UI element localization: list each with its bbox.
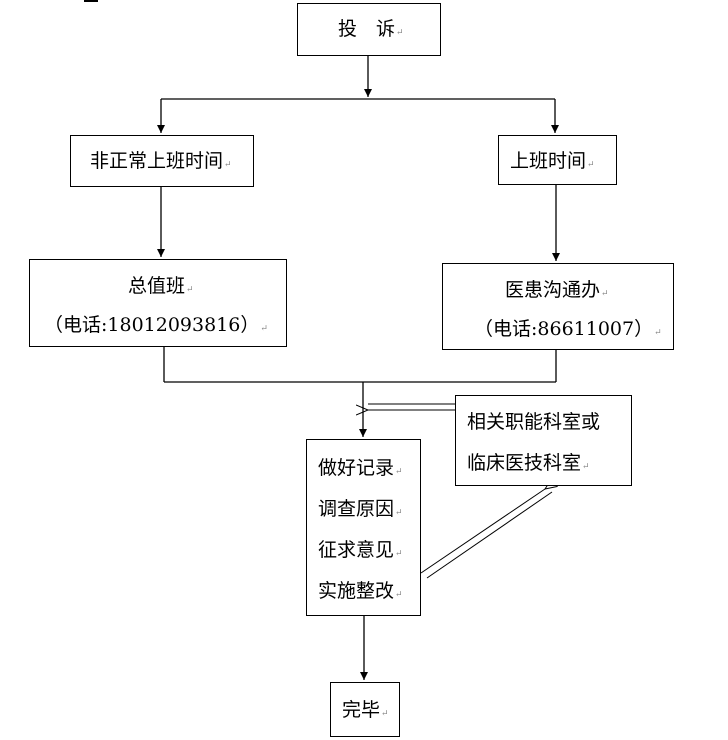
paragraph-mark: ↵ bbox=[601, 289, 609, 299]
paragraph-mark: ↵ bbox=[395, 508, 403, 518]
paragraph-mark: ↵ bbox=[224, 160, 232, 170]
complaint-label: 投 诉 bbox=[338, 18, 396, 40]
paragraph-mark: ↵ bbox=[582, 462, 590, 472]
off-hours-box: 非正常上班时间↵ bbox=[70, 135, 254, 187]
duty-title: 总值班 bbox=[128, 275, 186, 297]
paragraph-mark: ↵ bbox=[654, 328, 662, 338]
departments-line2: 临床医技科室 bbox=[467, 452, 582, 474]
complaint-box: 投 诉↵ bbox=[297, 3, 441, 56]
office-box: 医患沟通办↵ （电话:86611007）↵ bbox=[442, 263, 674, 350]
office-phone: （电话:86611007） bbox=[474, 318, 654, 340]
duty-phone: （电话:18012093816） bbox=[44, 314, 260, 336]
office-title: 医患沟通办 bbox=[505, 279, 601, 301]
process-step-record: 做好记录 bbox=[318, 457, 395, 479]
paragraph-mark: ↵ bbox=[381, 709, 389, 719]
departments-line1: 相关职能科室或 bbox=[467, 411, 601, 433]
process-box: 做好记录↵ 调查原因↵ 征求意见↵ 实施整改↵ bbox=[306, 439, 421, 616]
done-label: 完毕 bbox=[342, 699, 381, 721]
departments-box: 相关职能科室或 临床医技科室↵ bbox=[455, 395, 632, 486]
paragraph-mark: ↵ bbox=[395, 467, 403, 477]
process-step-rectify: 实施整改 bbox=[318, 580, 395, 602]
process-step-investigate: 调查原因 bbox=[318, 498, 395, 520]
paragraph-mark: ↵ bbox=[587, 160, 595, 170]
off-hours-label: 非正常上班时间 bbox=[90, 150, 224, 172]
double-line-diag-b bbox=[426, 491, 553, 579]
paragraph-mark: ↵ bbox=[186, 285, 194, 295]
paragraph-mark: ↵ bbox=[396, 28, 404, 38]
paragraph-mark: ↵ bbox=[395, 549, 403, 559]
duty-box: 总值班↵ （电话:18012093816）↵ bbox=[29, 259, 287, 347]
double-line-diag-a bbox=[420, 489, 545, 574]
process-step-consult: 征求意见 bbox=[318, 539, 395, 561]
corner-mark bbox=[84, 0, 98, 2]
on-hours-label: 上班时间 bbox=[510, 150, 587, 172]
on-hours-box: 上班时间↵ bbox=[498, 135, 617, 185]
done-box: 完毕↵ bbox=[330, 682, 400, 737]
paragraph-mark: ↵ bbox=[260, 324, 268, 334]
paragraph-mark: ↵ bbox=[395, 590, 403, 600]
